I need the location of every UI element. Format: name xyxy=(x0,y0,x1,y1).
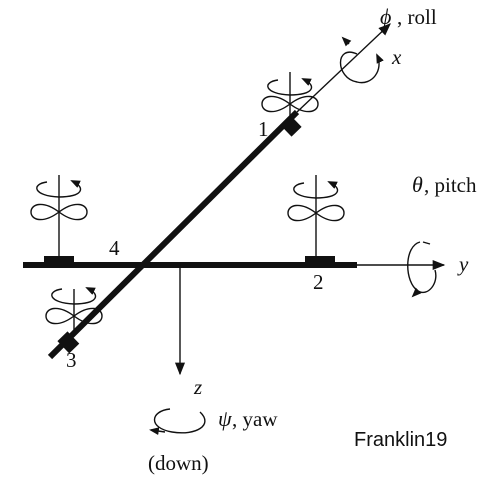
yaw-symbol: ψ xyxy=(218,406,232,431)
yaw-rotation-arrow xyxy=(149,408,206,435)
rotor-2-number: 2 xyxy=(313,270,324,294)
yaw-label: , yaw xyxy=(232,407,278,431)
rotor-1: 1 xyxy=(258,72,319,141)
rotor-2: 2 xyxy=(287,175,345,294)
down-label: (down) xyxy=(148,451,209,475)
credit-label: Franklin19 xyxy=(354,429,447,451)
roll-label: , roll xyxy=(397,5,437,29)
rotor-3-number: 3 xyxy=(66,348,77,372)
quadrotor-frame xyxy=(23,109,357,360)
roll-rotation-arrow xyxy=(340,36,384,84)
x-arm xyxy=(47,109,300,360)
z-axis: z xyxy=(174,265,202,399)
z-axis-label: z xyxy=(193,375,202,399)
rotor-4-number: 4 xyxy=(109,236,120,260)
y-axis: y xyxy=(357,252,469,276)
pitch-rotation-arrow xyxy=(407,241,437,298)
pitch-label: , pitch xyxy=(424,173,477,197)
x-axis: x xyxy=(296,23,402,113)
rotor-4: 4 xyxy=(30,175,120,267)
rotor-1-number: 1 xyxy=(258,117,269,141)
rotor-3: 3 xyxy=(45,287,103,372)
pitch-symbol: θ xyxy=(412,172,423,197)
x-axis-label: x xyxy=(391,45,402,69)
roll-symbol: ϕ xyxy=(380,4,391,29)
y-axis-label: y xyxy=(457,252,469,276)
